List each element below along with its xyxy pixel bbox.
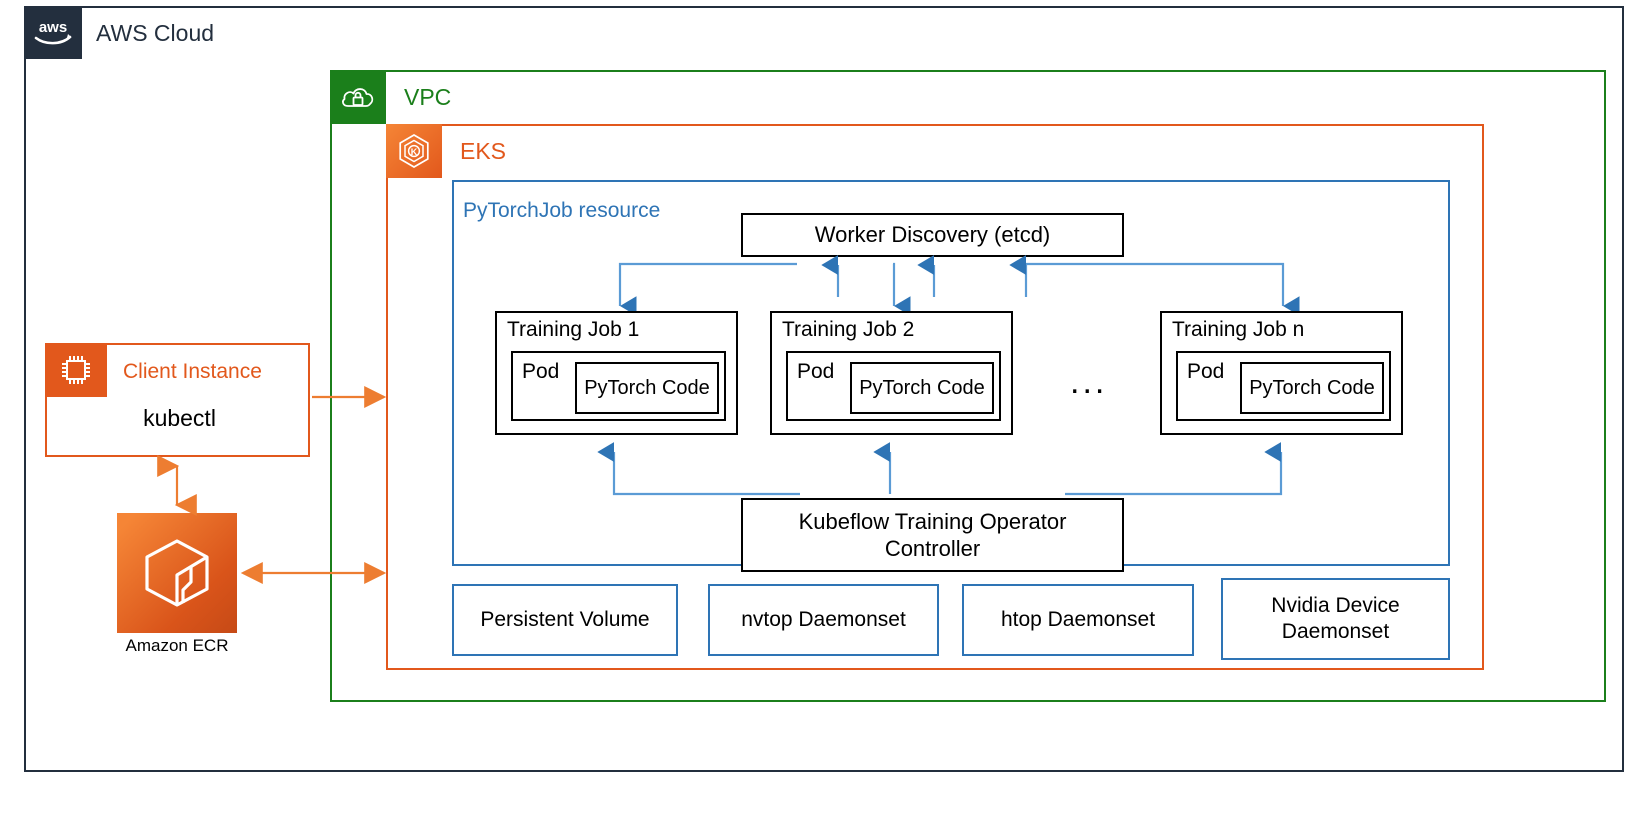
- aws-logo-icon: aws: [24, 6, 82, 59]
- node-kubeflow-training-operator-controller[interactable]: Kubeflow Training Operator Controller: [741, 498, 1124, 572]
- node-htop-daemonset[interactable]: htop Daemonset: [962, 584, 1194, 656]
- group-label-vpc: VPC: [404, 83, 452, 110]
- eks-kubernetes-icon: K: [386, 124, 442, 178]
- training-job-n-pytorch-code[interactable]: PyTorch Code: [1240, 362, 1384, 414]
- training-job-1-code-label: PyTorch Code: [584, 376, 710, 399]
- node-worker-discovery[interactable]: Worker Discovery (etcd): [741, 213, 1124, 257]
- nvidia-device-daemonset-label: Nvidia Device Daemonset: [1271, 593, 1400, 643]
- node-training-job-2[interactable]: Training Job 2 Pod PyTorch Code: [770, 311, 1013, 435]
- training-job-1-pytorch-code[interactable]: PyTorch Code: [575, 362, 719, 414]
- node-training-job-1[interactable]: Training Job 1 Pod PyTorch Code: [495, 311, 738, 435]
- training-job-n-code-label: PyTorch Code: [1249, 376, 1375, 399]
- cpu-chip-icon: [45, 343, 107, 397]
- nvtop-daemonset-label: nvtop Daemonset: [741, 608, 906, 631]
- training-job-n-title: Training Job n: [1172, 318, 1305, 341]
- group-label-pytorchjob-resource: PyTorchJob resource: [463, 199, 661, 222]
- amazon-ecr-label: Amazon ECR: [125, 636, 229, 655]
- training-jobs-ellipsis: ...: [1070, 363, 1108, 401]
- training-job-1-title: Training Job 1: [507, 318, 640, 341]
- group-aws-cloud: [24, 6, 1624, 772]
- node-client-instance[interactable]: Client Instance kubectl: [45, 343, 310, 457]
- worker-discovery-label: Worker Discovery (etcd): [814, 222, 1051, 247]
- group-vpc: [330, 70, 1606, 702]
- group-label-eks: EKS: [460, 137, 507, 164]
- training-job-1-pod-label: Pod: [522, 360, 560, 383]
- training-job-2-pytorch-code[interactable]: PyTorch Code: [850, 362, 994, 414]
- training-job-2-pod-label: Pod: [797, 360, 835, 383]
- svg-text:aws: aws: [39, 19, 67, 36]
- persistent-volume-label: Persistent Volume: [480, 608, 650, 631]
- training-job-2-code-label: PyTorch Code: [859, 376, 985, 399]
- node-training-job-n[interactable]: Training Job n Pod PyTorch Code: [1160, 311, 1403, 435]
- training-job-1-pod[interactable]: Pod PyTorch Code: [511, 351, 726, 421]
- controller-label: Kubeflow Training Operator Controller: [798, 508, 1067, 562]
- node-nvidia-device-daemonset[interactable]: Nvidia Device Daemonset: [1221, 578, 1450, 660]
- training-job-n-pod-label: Pod: [1187, 360, 1225, 383]
- client-instance-header-label: Client Instance: [123, 360, 262, 383]
- training-job-n-pod[interactable]: Pod PyTorch Code: [1176, 351, 1391, 421]
- node-persistent-volume[interactable]: Persistent Volume: [452, 584, 678, 656]
- group-label-aws-cloud: AWS Cloud: [96, 19, 215, 46]
- svg-text:K: K: [411, 147, 418, 157]
- node-nvtop-daemonset[interactable]: nvtop Daemonset: [708, 584, 939, 656]
- client-instance-body-label: kubectl: [143, 405, 216, 431]
- group-eks: [386, 124, 1484, 670]
- ecr-cube-icon[interactable]: [117, 513, 237, 633]
- vpc-cloud-lock-icon: [330, 70, 386, 124]
- training-job-2-pod[interactable]: Pod PyTorch Code: [786, 351, 1001, 421]
- training-job-2-title: Training Job 2: [782, 318, 915, 341]
- htop-daemonset-label: htop Daemonset: [1000, 608, 1156, 631]
